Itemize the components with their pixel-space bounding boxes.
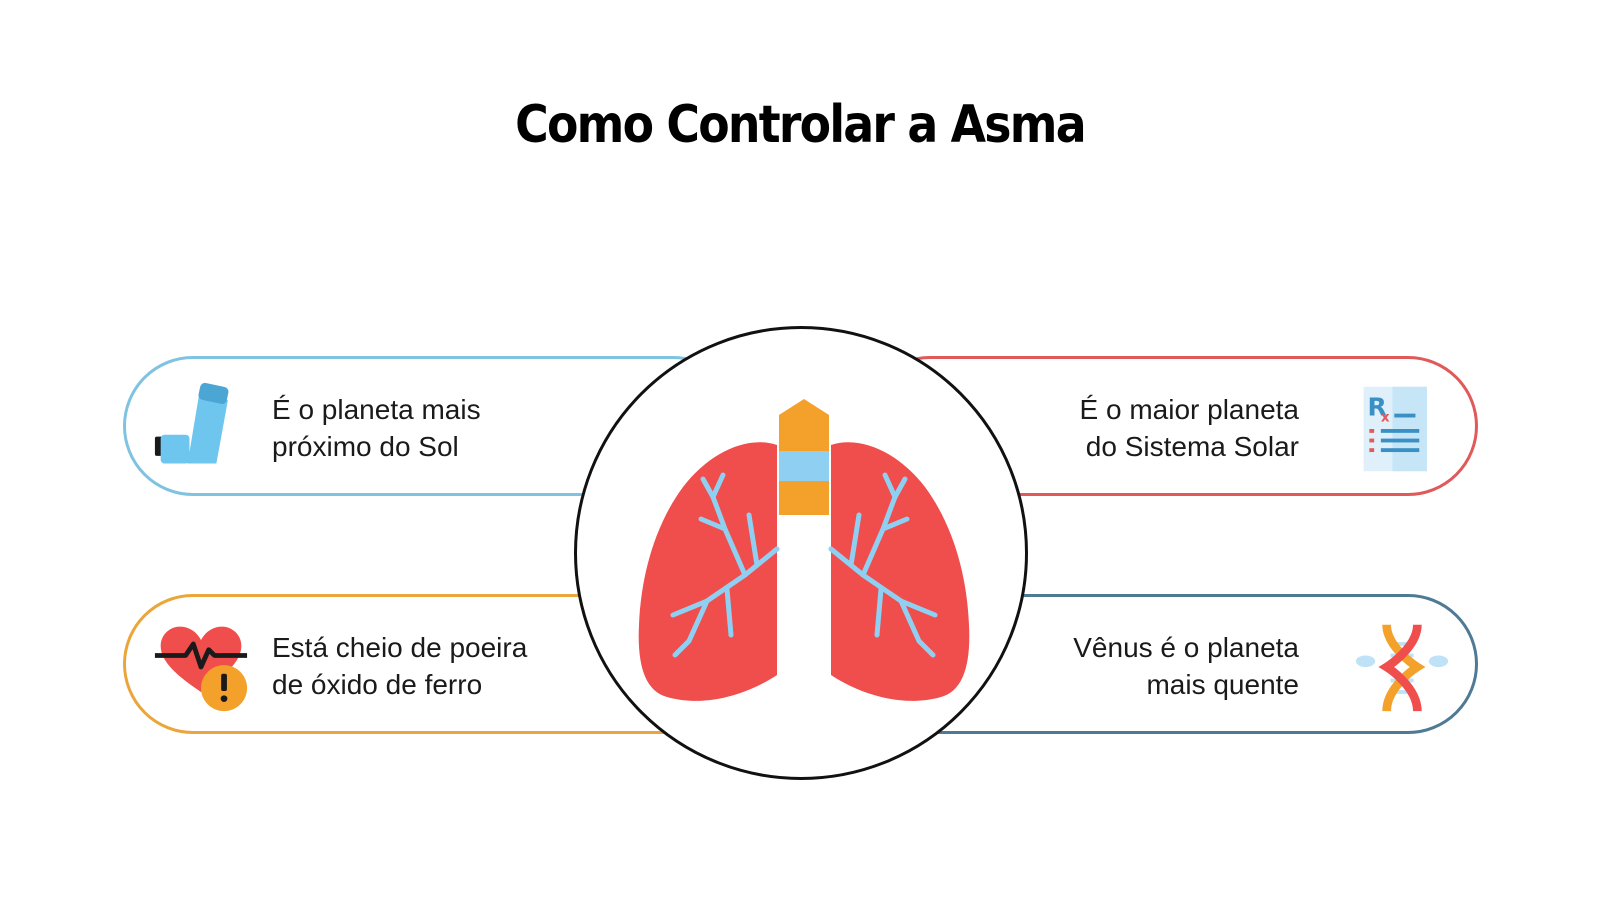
lungs-icon	[638, 399, 970, 701]
info-text-top-right: É o maior planeta do Sistema Solar	[1079, 394, 1299, 462]
page-title: Como Controlar a Asma	[515, 95, 1086, 155]
inhaler-icon	[154, 382, 229, 464]
heart-warning-icon	[154, 626, 248, 712]
info-text-bottom-left: Está cheio de poeira de óxido de ferro	[272, 632, 528, 700]
info-text-bottom-right: Vênus é o planeta mais quente	[1073, 632, 1299, 700]
svg-text:x: x	[1381, 410, 1390, 425]
info-text-top-left: É o planeta mais próximo do Sol	[272, 394, 481, 462]
dna-icon	[1355, 624, 1449, 712]
prescription-icon: R x	[1363, 386, 1427, 472]
center-circle	[574, 326, 1028, 780]
svg-text:R: R	[1367, 393, 1386, 422]
